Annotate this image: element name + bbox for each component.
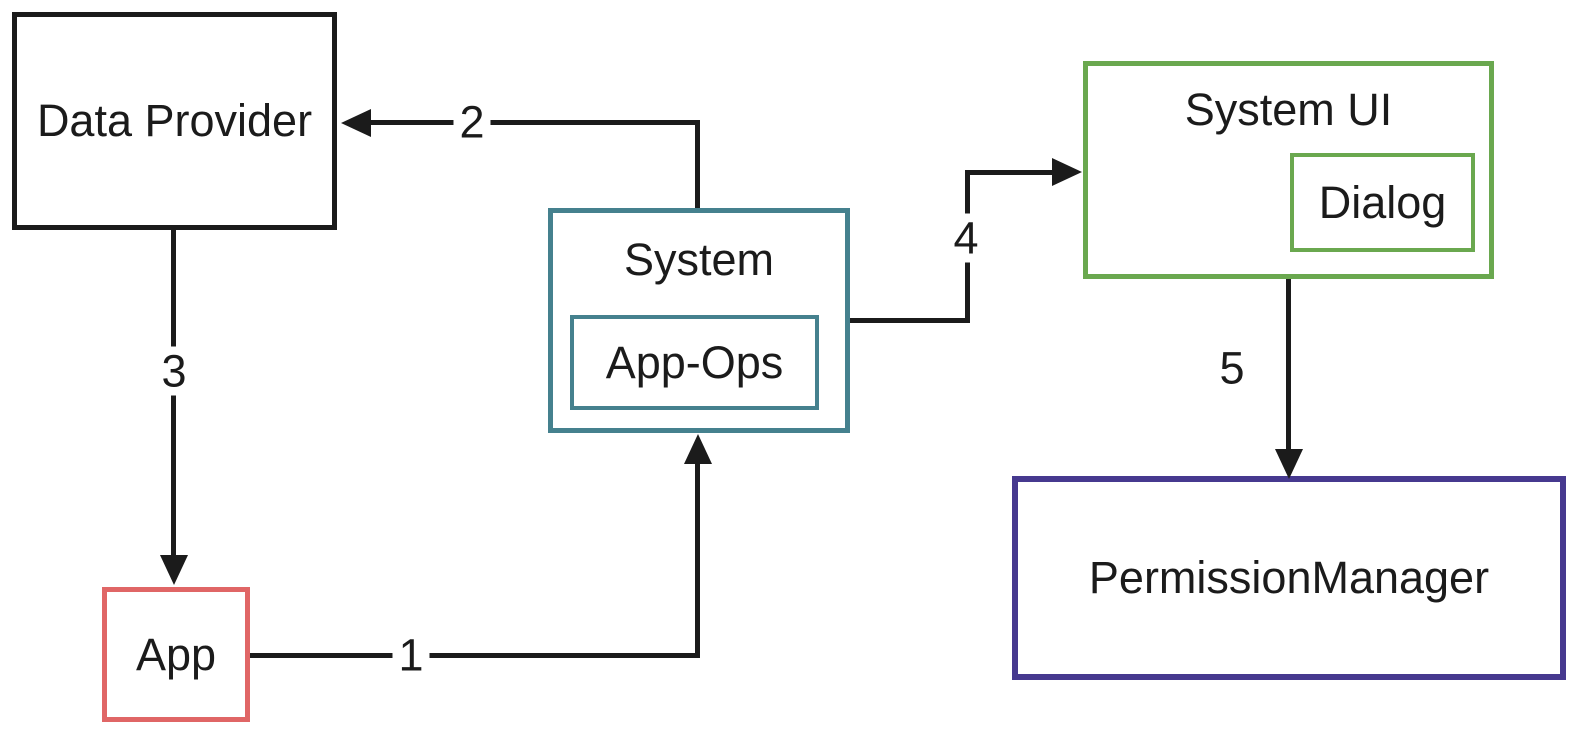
arrow-4-label: 4 bbox=[947, 213, 985, 263]
app-ops-label: App-Ops bbox=[605, 336, 784, 388]
arrow-2-label: 2 bbox=[453, 97, 491, 147]
data-provider-box: Data Provider bbox=[12, 12, 337, 230]
app-ops-box: App-Ops bbox=[570, 315, 819, 410]
arrow-2-arrowhead-left-icon bbox=[341, 109, 371, 137]
arrow-4-arrowhead-right-icon bbox=[1052, 158, 1082, 186]
system-label: System bbox=[623, 234, 775, 285]
app-label: App bbox=[135, 628, 217, 680]
data-provider-label: Data Provider bbox=[36, 95, 313, 147]
arrow-1-vertical-segment bbox=[695, 461, 700, 658]
app-box: App bbox=[102, 587, 250, 722]
dialog-label: Dialog bbox=[1318, 176, 1447, 228]
permission-manager-box: PermissionManager bbox=[1012, 476, 1566, 680]
arrow-4-lower-horizontal-segment bbox=[850, 318, 970, 323]
arrow-4-upper-horizontal-segment bbox=[965, 170, 1057, 175]
system-ui-box: System UI Dialog bbox=[1083, 61, 1494, 279]
arrow-3-label: 3 bbox=[155, 346, 193, 396]
arrow-1-label: 1 bbox=[392, 630, 430, 680]
dialog-box: Dialog bbox=[1290, 153, 1475, 252]
arrow-5-vertical-segment bbox=[1286, 279, 1291, 451]
arrow-3-arrowhead-down-icon bbox=[160, 555, 188, 585]
arrow-5-arrowhead-down-icon bbox=[1275, 449, 1303, 479]
arrow-1-arrowhead-up-icon bbox=[684, 434, 712, 464]
permission-manager-label: PermissionManager bbox=[1088, 552, 1490, 604]
system-box: System App-Ops bbox=[548, 208, 850, 433]
arrow-2-horizontal-segment bbox=[368, 120, 700, 125]
arrow-1-horizontal-segment bbox=[250, 653, 700, 658]
arrow-5-label: 5 bbox=[1219, 342, 1245, 394]
system-ui-label: System UI bbox=[1184, 84, 1393, 135]
arrow-2-vertical-segment bbox=[695, 120, 700, 208]
